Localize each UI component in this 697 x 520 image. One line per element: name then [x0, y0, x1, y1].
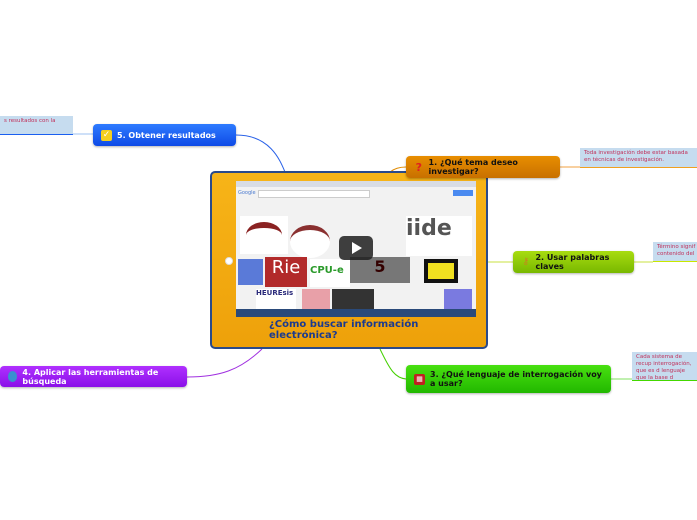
note-5: s resultados con la — [0, 116, 73, 134]
question-icon: ? — [415, 160, 422, 174]
checkbox-icon: ✓ — [101, 129, 112, 141]
note-2: Término signif contenido del — [653, 242, 697, 261]
taskbar — [236, 309, 476, 317]
branch-3-lenguaje[interactable]: ▦3. ¿Qué lenguaje de interrogación voy a… — [406, 365, 611, 393]
central-topic[interactable]: Google iide Rie CPU-e 5 HEUREsis ¿Cómo b… — [210, 171, 488, 349]
abacus-icon: ▦ — [414, 373, 425, 385]
note-3: Cada sistema de recup interrogación, que… — [632, 352, 697, 380]
branch-5-obtener-resultados[interactable]: ✓5. Obtener resultados — [93, 124, 236, 146]
branch-4-herramientas[interactable]: 4. Aplicar las herramientas de búsqueda — [0, 366, 187, 387]
play-icon — [352, 242, 362, 254]
play-button[interactable] — [339, 236, 373, 260]
zoom-icon[interactable] — [225, 257, 233, 265]
video-caption: Google — [238, 190, 256, 196]
branch-1-tema[interactable]: ?1. ¿Qué tema deseo investigar? — [406, 156, 560, 178]
key-icon: ⚷ — [522, 257, 530, 267]
central-title: ¿Cómo buscar información electrónica? — [269, 319, 419, 341]
note-1: Toda investigación debe estar basada en … — [580, 148, 697, 167]
branch-2-palabras-claves[interactable]: ⚷2. Usar palabras claves — [513, 251, 634, 273]
video-thumbnail[interactable]: Google iide Rie CPU-e 5 HEUREsis — [236, 181, 476, 317]
globe-icon — [8, 371, 18, 382]
